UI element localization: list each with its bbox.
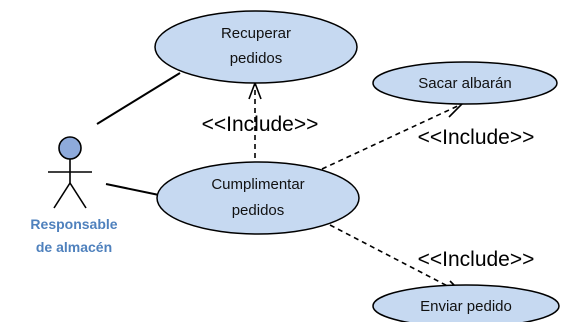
association-actor-recuperar — [96, 72, 181, 125]
association-actor-cumplimentar — [105, 183, 160, 196]
actor-head — [58, 136, 82, 160]
use-case-enviar-pedido: Enviar pedido — [372, 284, 560, 322]
actor-figure — [48, 136, 92, 209]
include-label-albaran: <<Include>> — [418, 126, 535, 149]
use-case-cumplimentar-line1: Cumplimentar — [211, 176, 304, 193]
include-label-recuperar: <<Include>> — [202, 113, 319, 136]
use-case-sacar-albaran: Sacar albarán — [372, 61, 558, 105]
use-case-recuperar-line2: pedidos — [230, 50, 283, 67]
use-case-recuperar-line1: Recuperar — [221, 25, 291, 42]
use-case-cumplimentar-line2: pedidos — [232, 202, 285, 219]
use-case-cumplimentar-pedidos: Cumplimentar pedidos — [156, 161, 360, 235]
use-case-enviar-label: Enviar pedido — [420, 298, 512, 315]
actor-label-line2: de almacén — [36, 239, 112, 255]
actor-label-line1: Responsable — [30, 216, 117, 232]
use-case-albaran-label: Sacar albarán — [418, 75, 511, 92]
use-case-recuperar-pedidos: Recuperar pedidos — [154, 10, 358, 84]
include-label-enviar: <<Include>> — [418, 248, 535, 271]
